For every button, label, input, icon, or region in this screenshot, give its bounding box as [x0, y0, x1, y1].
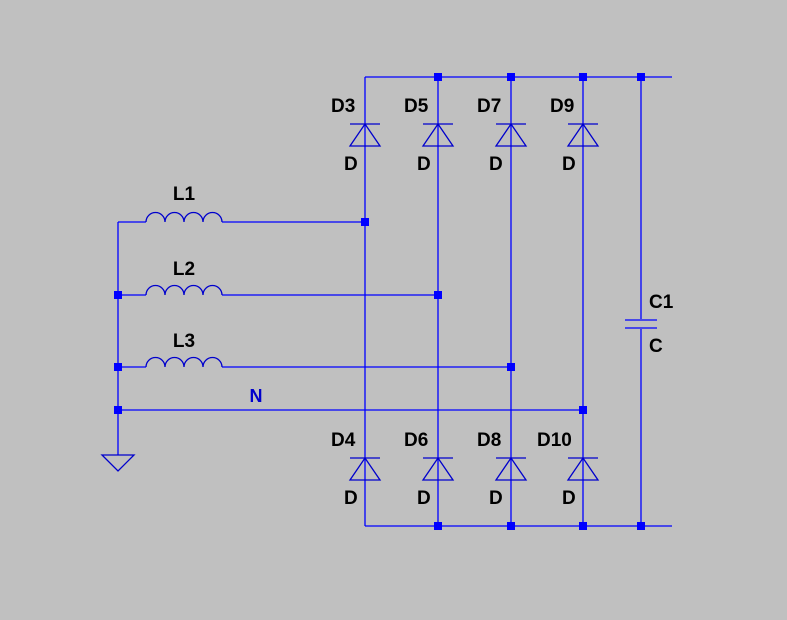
junction-dot: [114, 363, 122, 371]
diode-icon: [348, 122, 382, 147]
capacitor-c1[interactable]: [624, 319, 658, 329]
junction-dot: [637, 73, 645, 81]
d5-name: D5: [404, 96, 429, 117]
inductor-icon: [145, 211, 223, 223]
diode-icon: [494, 456, 528, 481]
inductor-icon: [145, 356, 223, 368]
diode-d9[interactable]: [566, 122, 600, 147]
diode-icon: [494, 122, 528, 147]
diode-d7[interactable]: [494, 122, 528, 147]
diode-icon: [348, 456, 382, 481]
d9-value: D: [562, 154, 576, 175]
inductor-l1[interactable]: [145, 211, 223, 223]
l2-name: L2: [173, 259, 195, 280]
diode-icon: [566, 456, 600, 481]
junction-dot: [434, 73, 442, 81]
net-label-neutral: N: [250, 386, 263, 406]
d7-value: D: [489, 154, 503, 175]
diode-d8[interactable]: [494, 456, 528, 481]
junction-dot: [434, 522, 442, 530]
diode-d3[interactable]: [348, 122, 382, 147]
diode-d4[interactable]: [348, 456, 382, 481]
wires: [117, 76, 672, 527]
junction-dot: [114, 406, 122, 414]
d3-value: D: [344, 154, 358, 175]
inductor-l3[interactable]: [145, 356, 223, 368]
diode-d5[interactable]: [421, 122, 455, 147]
d6-name: D6: [404, 430, 428, 451]
junction-dot: [579, 522, 587, 530]
l3-name: L3: [173, 331, 195, 352]
diode-d10[interactable]: [566, 456, 600, 481]
d8-value: D: [489, 488, 503, 509]
ground-icon[interactable]: [100, 454, 136, 472]
junctions: [114, 73, 645, 530]
d10-value: D: [562, 488, 576, 509]
junction-dot: [361, 218, 369, 226]
junction-dot: [579, 73, 587, 81]
d4-value: D: [344, 488, 358, 509]
l1-name: L1: [173, 184, 196, 205]
c1-name: C1: [649, 292, 674, 313]
junction-dot: [507, 522, 515, 530]
diode-icon: [421, 456, 455, 481]
c1-value: C: [649, 336, 663, 357]
d9-name: D9: [550, 96, 574, 117]
junction-dot: [114, 291, 122, 299]
inductor-icon: [145, 284, 223, 296]
d6-value: D: [417, 488, 431, 509]
d5-value: D: [417, 154, 431, 175]
junction-dot: [507, 73, 515, 81]
junction-dot: [507, 363, 515, 371]
d4-name: D4: [331, 430, 356, 451]
d3-name: D3: [331, 96, 355, 117]
d10-name: D10: [537, 430, 572, 451]
inductor-l2[interactable]: [145, 284, 223, 296]
junction-dot: [637, 522, 645, 530]
junction-dot: [579, 406, 587, 414]
d7-name: D7: [477, 96, 501, 117]
junction-dot: [434, 291, 442, 299]
diode-d6[interactable]: [421, 456, 455, 481]
diode-icon: [421, 122, 455, 147]
d8-name: D8: [477, 430, 501, 451]
capacitor-icon: [624, 319, 658, 329]
diode-icon: [566, 122, 600, 147]
